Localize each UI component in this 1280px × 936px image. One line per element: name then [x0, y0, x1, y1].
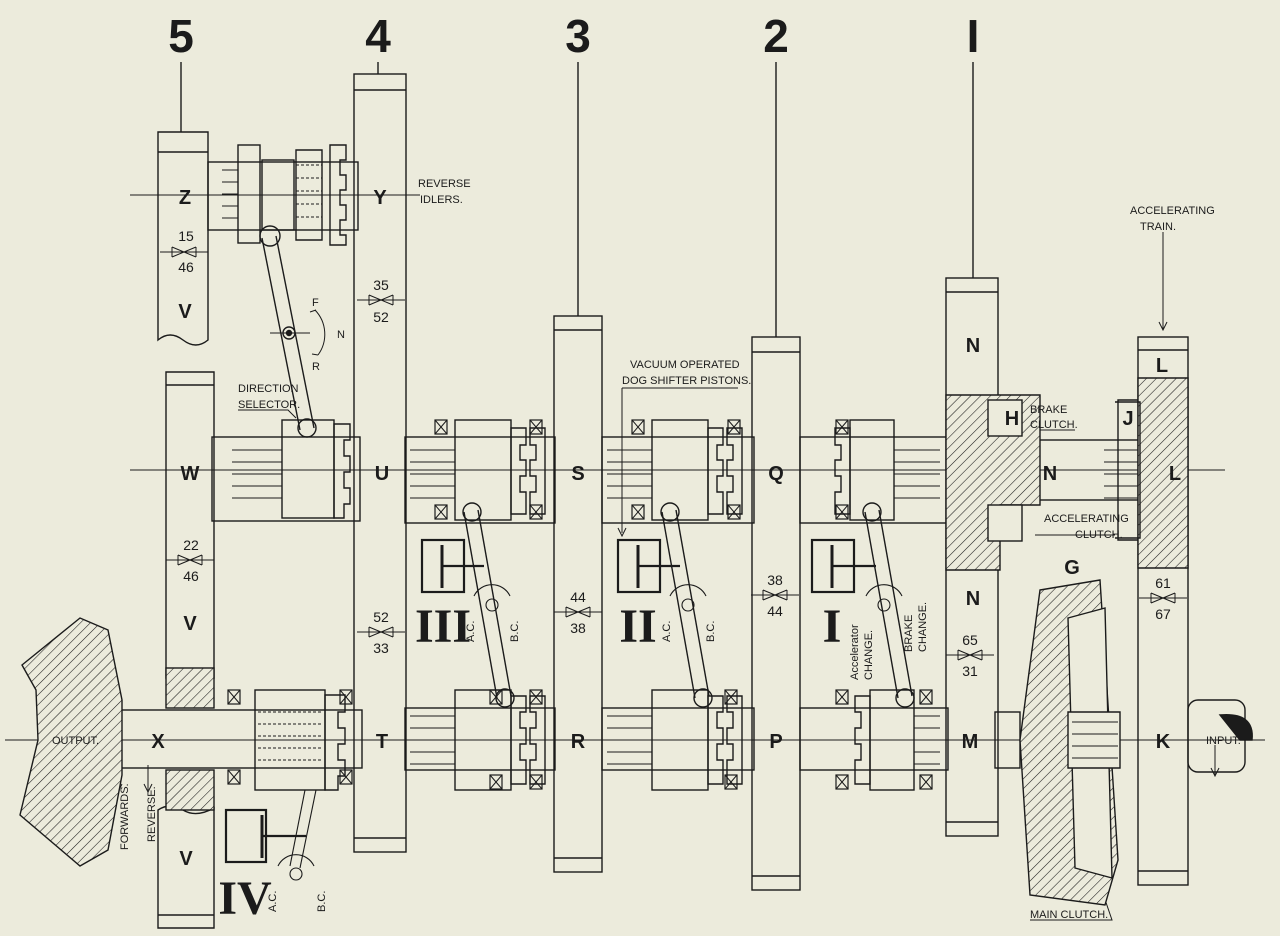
accelerating-clutch-label-2: CLUTCH. [1075, 529, 1123, 541]
gear-label-j: J [1122, 408, 1133, 430]
direction-f-label: F [312, 297, 319, 309]
accelerating-train-label-2: TRAIN. [1140, 221, 1176, 233]
bc-label-iii: B.C. [509, 621, 521, 642]
gear-label-t: T [376, 731, 388, 753]
brake-change-label-2: CHANGE. [917, 602, 929, 652]
ratio-yu-top: 35 [373, 277, 389, 293]
bc-label-iv: B.C. [316, 891, 328, 912]
ratio-sr-bottom: 38 [570, 620, 586, 636]
bc-label-ii: B.C. [705, 621, 717, 642]
gear-label-s: S [571, 463, 584, 485]
brake-clutch-label-1: BRAKE [1030, 404, 1067, 416]
ratio-lk-top: 61 [1155, 575, 1171, 591]
brake-clutch-label-2: CLUTCH. [1030, 419, 1078, 431]
piston-label-iv: IV [218, 872, 272, 925]
accelerating-clutch-label-1: ACCELERATING [1044, 513, 1129, 525]
piston-label-iii: III [415, 600, 471, 653]
ratio-ut-bottom: 33 [373, 640, 389, 656]
output-label: OUTPUT. [52, 735, 99, 747]
stage-number-5: 5 [168, 10, 194, 62]
stage-number-1: I [967, 10, 980, 62]
gear-label-n-mid: N [1043, 463, 1057, 485]
gear-label-q: Q [768, 463, 784, 485]
direction-n-label: N [337, 329, 345, 341]
gear-label-n-low: N [966, 588, 980, 610]
gear-label-n-top: N [966, 335, 980, 357]
gear-label-l-mid: L [1169, 463, 1181, 485]
ratio-wv-top: 22 [183, 537, 199, 553]
stage-number-3: 3 [565, 10, 591, 62]
gear-label-r: R [571, 731, 586, 753]
main-clutch-label: MAIN CLUTCH. [1030, 909, 1108, 921]
ratio-zv-top: 15 [178, 228, 194, 244]
gear-label-k: K [1156, 731, 1171, 753]
ratio-wv-bottom: 46 [183, 568, 199, 584]
accelerator-change-label-1: Accelerator [849, 624, 861, 680]
gear-label-u: U [375, 463, 389, 485]
vacuum-label-2: DOG SHIFTER PISTONS. [622, 375, 751, 387]
gear-label-v3: V [179, 848, 193, 870]
ac-label-iii: A.C. [465, 621, 477, 642]
brake-change-label-1: BRAKE [903, 615, 915, 652]
ratio-sr-top: 44 [570, 589, 586, 605]
ratio-zv-bottom: 46 [178, 259, 194, 275]
ratio-yu-bottom: 52 [373, 309, 389, 325]
accelerating-train-label-1: ACCELERATING [1130, 205, 1215, 217]
accelerator-change-label-2: CHANGE. [863, 630, 875, 680]
ratio-lk-bottom: 67 [1155, 606, 1171, 622]
vacuum-label-1: VACUUM OPERATED [630, 359, 740, 371]
gear-label-y: Y [373, 187, 387, 209]
gear-label-m: M [962, 731, 979, 753]
ratio-nm-bottom: 31 [962, 663, 978, 679]
direction-selector-label-2: SELECTOR. [238, 399, 300, 411]
gear-label-h: H [1005, 408, 1019, 430]
ratio-nm-top: 65 [962, 632, 978, 648]
forwards-label: FORWARDS. [119, 783, 131, 850]
gear-label-g: G [1064, 557, 1080, 579]
gear-label-w: W [181, 463, 200, 485]
reverse-idlers-label-1: REVERSE [418, 178, 471, 190]
reverse-idlers-label-2: IDLERS. [420, 194, 463, 206]
ratio-qp-top: 38 [767, 572, 783, 588]
ac-label-ii: A.C. [661, 621, 673, 642]
ac-label-iv: A.C. [267, 891, 279, 912]
ratio-qp-bottom: 44 [767, 603, 783, 619]
gear-label-l-top: L [1156, 355, 1168, 377]
gear-label-v2: V [183, 613, 197, 635]
output-flange [19, 617, 123, 867]
direction-r-label: R [312, 361, 320, 373]
reverse-label: REVERSE. [146, 786, 158, 842]
piston-label-i: I [823, 600, 842, 653]
direction-selector-label-1: DIRECTION [238, 383, 299, 395]
stage-number-4: 4 [365, 10, 391, 62]
gear-label-v1: V [178, 301, 192, 323]
piston-label-ii: II [619, 600, 656, 653]
stage-number-2: 2 [763, 10, 789, 62]
ratio-ut-top: 52 [373, 609, 389, 625]
gear-label-x: X [151, 731, 165, 753]
gear-label-p: P [769, 731, 782, 753]
gear-label-z: Z [179, 187, 191, 209]
input-label: INPUT. [1206, 735, 1241, 747]
